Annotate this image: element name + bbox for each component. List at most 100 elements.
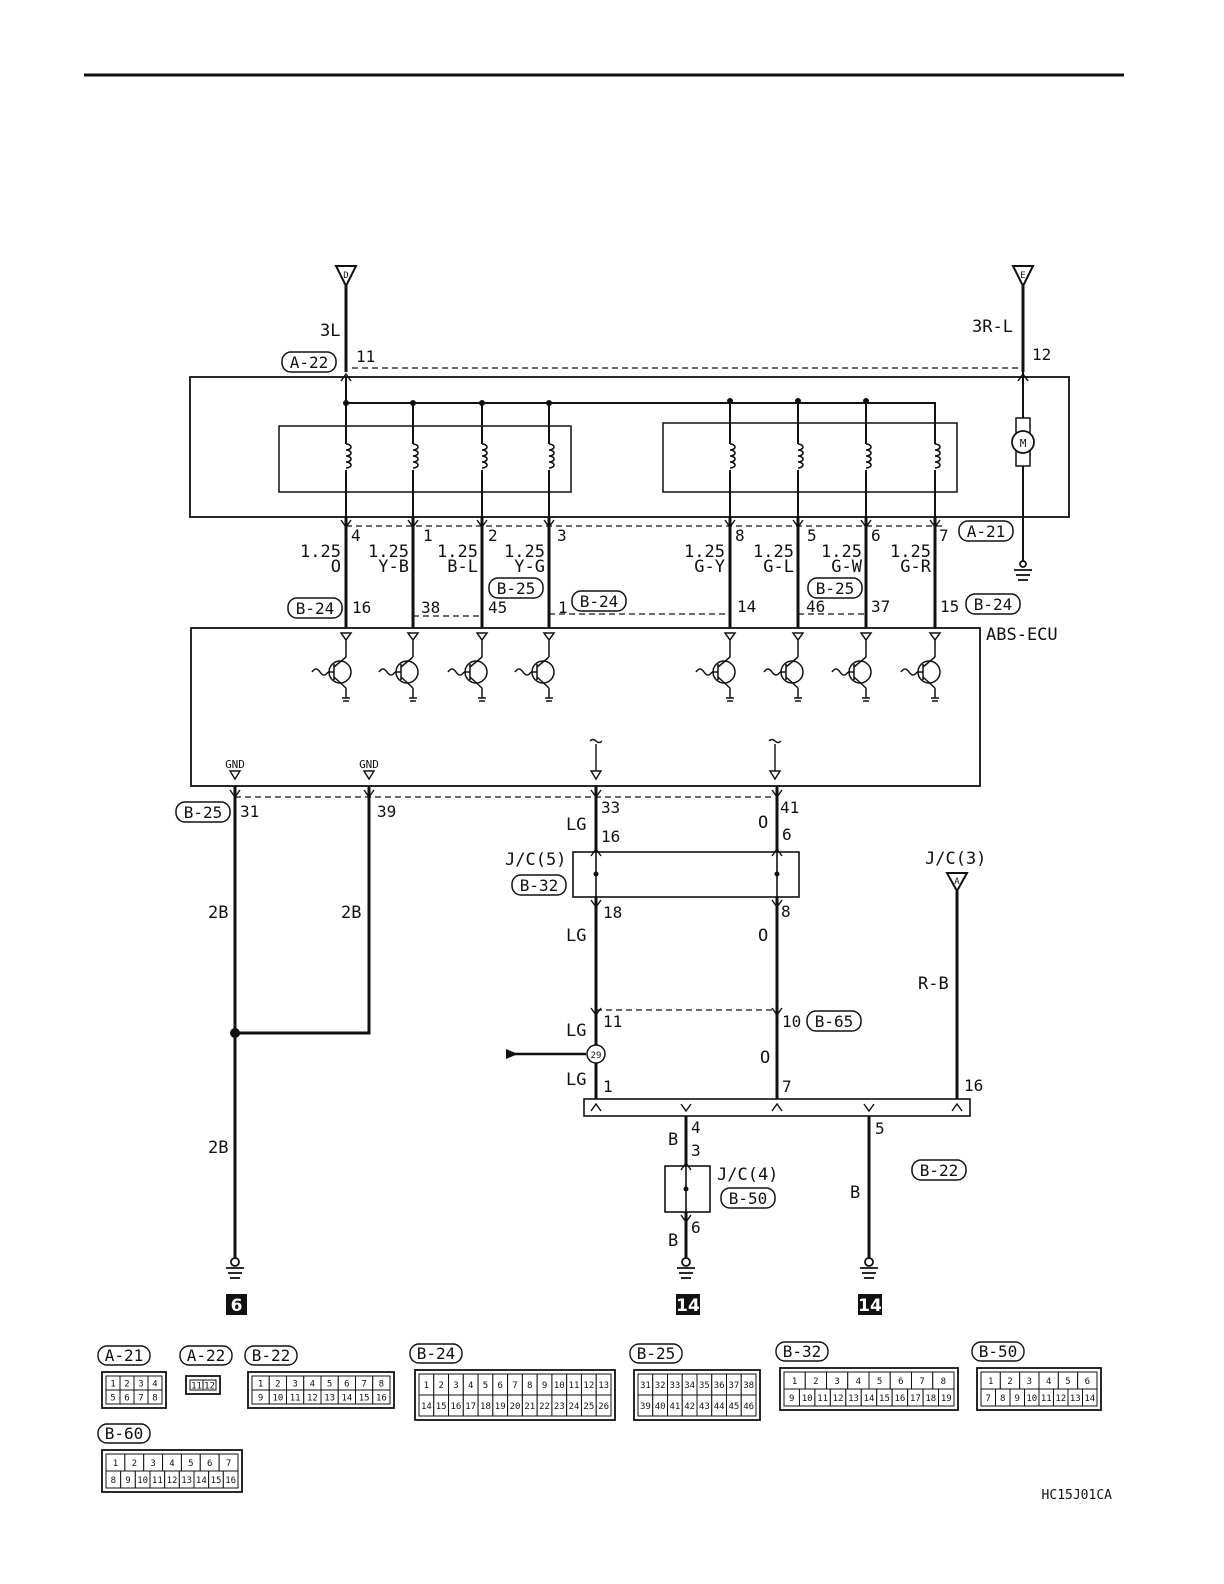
ref-b32: B-32	[511, 874, 567, 896]
ref-b22: B-22	[911, 1159, 967, 1181]
connector-pin: 6	[207, 1459, 212, 1469]
connector-pin: 13	[1070, 1394, 1081, 1404]
transistor-icon	[763, 632, 805, 702]
connector-pin: 15	[211, 1476, 222, 1486]
svg-text:B: B	[668, 1130, 678, 1150]
svg-text:B-L: B-L	[447, 557, 478, 577]
connector-pin: 14	[341, 1394, 352, 1404]
svg-text:B-24: B-24	[974, 595, 1013, 614]
connector-pin: 2	[124, 1380, 129, 1390]
svg-text:14: 14	[676, 1296, 700, 1316]
svg-text:1.25: 1.25	[368, 542, 409, 562]
svg-text:B-25: B-25	[816, 579, 855, 598]
ground-icon	[860, 1257, 878, 1279]
svg-text:1.25: 1.25	[753, 542, 794, 562]
connector-pin: 3	[453, 1381, 458, 1391]
hydraulic-unit-box	[189, 376, 1070, 518]
connector-pin: 16	[451, 1402, 462, 1412]
svg-text:29: 29	[591, 1051, 602, 1061]
svg-text:B-32: B-32	[520, 876, 559, 895]
connector-pin: 1	[792, 1377, 797, 1387]
svg-text:O: O	[760, 1048, 770, 1068]
connector-label: B-22	[252, 1346, 291, 1365]
connector-pin: 4	[310, 1380, 315, 1390]
connector-pin: 11	[290, 1394, 301, 1404]
ref-b24: B-24	[965, 593, 1021, 615]
connector-pin: 24	[569, 1402, 580, 1412]
pin-12: 12	[1032, 345, 1051, 364]
connector-pin: 7	[986, 1394, 991, 1404]
connector-pin: 1	[110, 1380, 115, 1390]
connector-pin: 7	[512, 1381, 517, 1391]
svg-text:14: 14	[737, 597, 756, 616]
svg-text:1.25: 1.25	[504, 542, 545, 562]
connector-pin: 13	[848, 1394, 859, 1404]
connector-pin: 18	[480, 1402, 491, 1412]
svg-text:1.25: 1.25	[684, 542, 725, 562]
connector-pin: 16	[894, 1394, 905, 1404]
svg-text:E: E	[1020, 271, 1025, 281]
connector-pin: 7	[226, 1459, 231, 1469]
svg-text:41: 41	[780, 798, 799, 817]
svg-text:1.25: 1.25	[890, 542, 931, 562]
svg-text:2B: 2B	[208, 903, 228, 923]
connector-pin: 36	[714, 1381, 725, 1391]
svg-text:39: 39	[377, 802, 396, 821]
connector-pin: 6	[1085, 1377, 1090, 1387]
connector-pin: 43	[699, 1402, 710, 1412]
connector-pin: 8	[941, 1377, 946, 1387]
svg-text:4: 4	[691, 1118, 701, 1137]
svg-text:B-50: B-50	[729, 1189, 768, 1208]
svg-text:B-24: B-24	[296, 599, 335, 618]
connector-pin: 5	[188, 1459, 193, 1469]
svg-text:A: A	[954, 877, 960, 887]
svg-text:4: 4	[351, 526, 361, 545]
connector-pin: 5	[1065, 1377, 1070, 1387]
connector-pin: 23	[554, 1402, 565, 1412]
connector-pin: 25	[583, 1402, 594, 1412]
connector-pin: 4	[1046, 1377, 1051, 1387]
transistor-icon	[831, 632, 873, 702]
wire-3r-l: 3R-L	[972, 317, 1013, 337]
connector-pin: 33	[669, 1381, 680, 1391]
svg-text:1.25: 1.25	[300, 542, 341, 562]
connector-pin: 19	[495, 1402, 506, 1412]
coil-icon	[792, 443, 804, 470]
transistor-icon	[311, 632, 353, 702]
connector-pin: 19	[941, 1394, 952, 1404]
gnd-label: GND	[225, 758, 245, 771]
connector-pin: 46	[743, 1402, 754, 1412]
connector-pin: 42	[684, 1402, 695, 1412]
connector-pin: 4	[169, 1459, 174, 1469]
connector-pin: 39	[640, 1402, 651, 1412]
connector-pin: 38	[743, 1381, 754, 1391]
svg-text:1: 1	[423, 526, 433, 545]
ref-b25: B-25	[175, 801, 231, 823]
connector-pin: 8	[527, 1381, 532, 1391]
ref-a22: A-22	[281, 351, 337, 373]
svg-text:1: 1	[558, 598, 568, 617]
svg-text:18: 18	[603, 903, 622, 922]
junction-connector-5	[572, 851, 800, 898]
svg-text:B-24: B-24	[580, 592, 619, 611]
svg-text:O: O	[758, 813, 768, 833]
connector-pin: 17	[910, 1394, 921, 1404]
connector-pin: 3	[1027, 1377, 1032, 1387]
connector-pin: 6	[498, 1381, 503, 1391]
svg-text:LG: LG	[566, 1021, 586, 1041]
jc5-label: J/C(5)	[505, 850, 566, 870]
pin-11: 11	[356, 347, 375, 366]
ref-b24: B-24	[287, 597, 343, 619]
svg-text:6: 6	[691, 1218, 701, 1237]
svg-text:8: 8	[781, 902, 791, 921]
connector-pin: 10	[554, 1381, 565, 1391]
connector-pin: 12	[204, 1382, 215, 1392]
connector-pin: 4	[152, 1380, 157, 1390]
connector-b22-bar	[583, 1098, 971, 1117]
ground-icon	[1014, 560, 1032, 581]
